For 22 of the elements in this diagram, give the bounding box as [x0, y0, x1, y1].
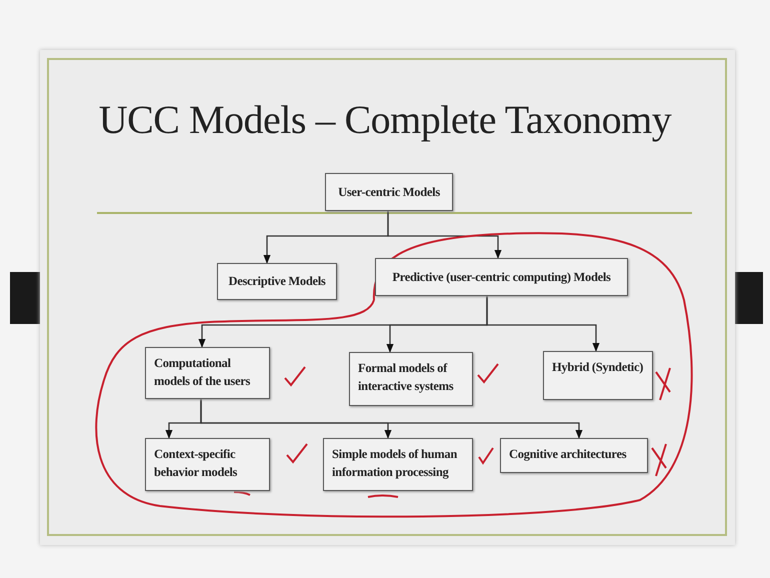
box-label: Predictive (user-centric computing) Models	[392, 268, 611, 286]
taxonomy-box	[323, 438, 473, 491]
arrow	[200, 399, 583, 439]
box-label: Simple models of human information processing	[332, 446, 458, 482]
box-label: Descriptive Models	[228, 273, 326, 290]
taxonomy-box	[217, 263, 337, 300]
box-label: Formal models of interactive systems	[358, 360, 454, 396]
taxonomy-box	[325, 173, 453, 211]
taxonomy-box	[349, 352, 473, 406]
box-label: User-centric Models	[338, 184, 440, 201]
taxonomy-box	[500, 438, 648, 473]
box-label: Cognitive architectures	[509, 446, 626, 463]
taxonomy-box	[145, 438, 270, 491]
box-label: Context-specific behavior models	[154, 446, 238, 482]
taxonomy-box	[375, 258, 628, 296]
box-label: Computational models of the users	[154, 355, 252, 390]
taxonomy-box	[145, 347, 270, 399]
box-label: Hybrid (Syndetic)	[552, 359, 644, 376]
taxonomy-box	[543, 351, 653, 400]
title: UCC Models – Complete Taxonomy	[98, 96, 673, 143]
arrow	[387, 211, 502, 259]
arrow	[486, 296, 600, 352]
